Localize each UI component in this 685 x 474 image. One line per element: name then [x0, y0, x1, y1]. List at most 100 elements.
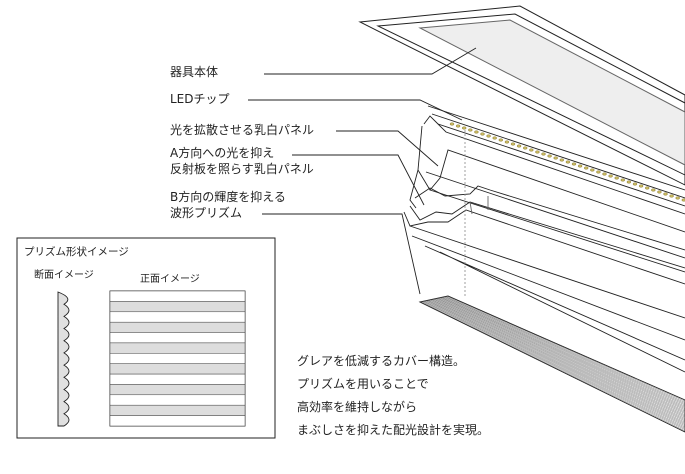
led-chip	[626, 180, 632, 184]
prism-hatch-line	[429, 299, 685, 422]
label-prism-line2: 波形プリズム	[170, 206, 243, 220]
prism-hatch-line	[444, 296, 685, 404]
front-stripe	[109, 384, 246, 396]
prism-hatch-line	[422, 301, 685, 430]
prism-hatch-line	[442, 297, 685, 407]
front-stripe	[109, 342, 246, 354]
prism-hatch-line	[430, 299, 685, 420]
prism-hatch-line	[432, 299, 685, 418]
led-chip	[462, 126, 467, 130]
prism-hatch-line	[431, 299, 685, 419]
led-chip	[516, 144, 522, 148]
prism-hatch-line	[435, 298, 685, 415]
led-chip	[632, 182, 638, 186]
led-chip	[523, 146, 528, 150]
led-chip	[541, 152, 546, 156]
prism-hatch-line	[440, 297, 685, 409]
prism-hatch-line	[426, 300, 685, 425]
led-chip	[608, 174, 613, 178]
label-reflector-panel-line2: 反射板を照らす乳白パネル	[170, 162, 314, 176]
front-stripe	[109, 301, 246, 313]
fixture-body	[358, 5, 685, 186]
label-led-chip: LEDチップ	[170, 92, 230, 106]
front-stripe	[109, 415, 246, 427]
prism-hatch-line	[443, 296, 685, 406]
led-chip	[602, 172, 607, 176]
prism-hatch-line	[445, 296, 685, 403]
led-chip	[468, 128, 473, 132]
inset-title: プリズム形状イメージ	[24, 246, 129, 258]
led-chip	[510, 142, 516, 146]
prism-hatch-line	[428, 300, 685, 423]
upper-diffuser-panel	[409, 105, 685, 273]
led-chip	[486, 134, 491, 138]
led-chip	[681, 198, 685, 202]
led-chip	[669, 194, 674, 198]
inset-section-label: 断面イメージ	[34, 270, 94, 281]
prism-hatching	[421, 296, 685, 431]
led-chip	[571, 162, 577, 166]
label-prism-line1: B方向の輝度を抑える	[170, 190, 286, 204]
led-chip	[675, 196, 680, 200]
description-line: グレアを低減するカバー構造。	[297, 354, 466, 368]
description: グレアを低減するカバー構造。 プリズムを用いることで 高効率を維持しながら まぶ…	[297, 350, 489, 442]
prism-hatch-line	[433, 298, 685, 417]
front-stripe	[109, 321, 246, 333]
front-stripe	[109, 404, 246, 416]
label-reflector-panel-line1: A方向への光を抑え	[170, 146, 275, 160]
front-stripe	[109, 394, 246, 406]
front-view	[109, 290, 246, 427]
led-chip	[449, 122, 455, 126]
prism-hatch-line	[423, 301, 685, 429]
led-chip	[590, 168, 595, 172]
led-chip	[504, 140, 510, 144]
prism-hatch-line	[437, 298, 685, 413]
prism-hatch-line	[441, 297, 685, 408]
led-chip	[547, 154, 552, 158]
led-chip	[596, 170, 601, 174]
led-chip	[577, 164, 583, 168]
section-view	[57, 291, 70, 427]
led-chip-strip	[449, 122, 685, 202]
prism-hatch-line	[446, 296, 685, 402]
prism-hatch-line	[421, 301, 685, 431]
front-stripe	[109, 373, 246, 385]
led-chip	[614, 176, 619, 180]
prism-hatch-line	[436, 298, 685, 414]
led-chip	[498, 138, 503, 142]
description-line: 高効率を維持しながら	[297, 400, 418, 414]
inset-front-label: 正面イメージ	[140, 274, 200, 285]
description-line: まぶしさを抑えた配光設計を実現。	[297, 423, 490, 437]
prism-hatch-line	[438, 297, 685, 412]
front-stripe	[109, 363, 246, 375]
led-chip	[565, 160, 571, 164]
led-chip	[645, 186, 650, 190]
label-diffuser-panel: 光を拡散させる乳白パネル	[170, 123, 315, 137]
prism-hatch-line	[424, 300, 685, 428]
prism-hatch-line	[425, 300, 685, 426]
led-chip	[663, 192, 668, 196]
leader-lines	[248, 47, 477, 295]
led-chip	[474, 130, 479, 134]
led-chip	[553, 156, 558, 160]
led-chip	[620, 178, 625, 182]
led-chip	[651, 188, 656, 192]
prism-hatch-line	[427, 300, 685, 424]
front-stripe	[109, 311, 246, 323]
led-chip	[638, 184, 644, 188]
led-chip	[529, 148, 534, 152]
led-chip	[584, 166, 589, 170]
label-fixture-body: 器具本体	[170, 65, 219, 79]
front-stripe	[109, 290, 246, 302]
prism-hatch-line	[439, 297, 685, 410]
led-chip	[657, 190, 662, 194]
led-chip	[455, 124, 461, 128]
led-chip	[492, 136, 497, 140]
front-stripe	[109, 353, 246, 364]
front-stripe	[109, 332, 246, 344]
lower-diffuser-panel	[403, 185, 685, 373]
description-line: プリズムを用いることで	[297, 377, 429, 391]
led-chip	[559, 158, 564, 162]
